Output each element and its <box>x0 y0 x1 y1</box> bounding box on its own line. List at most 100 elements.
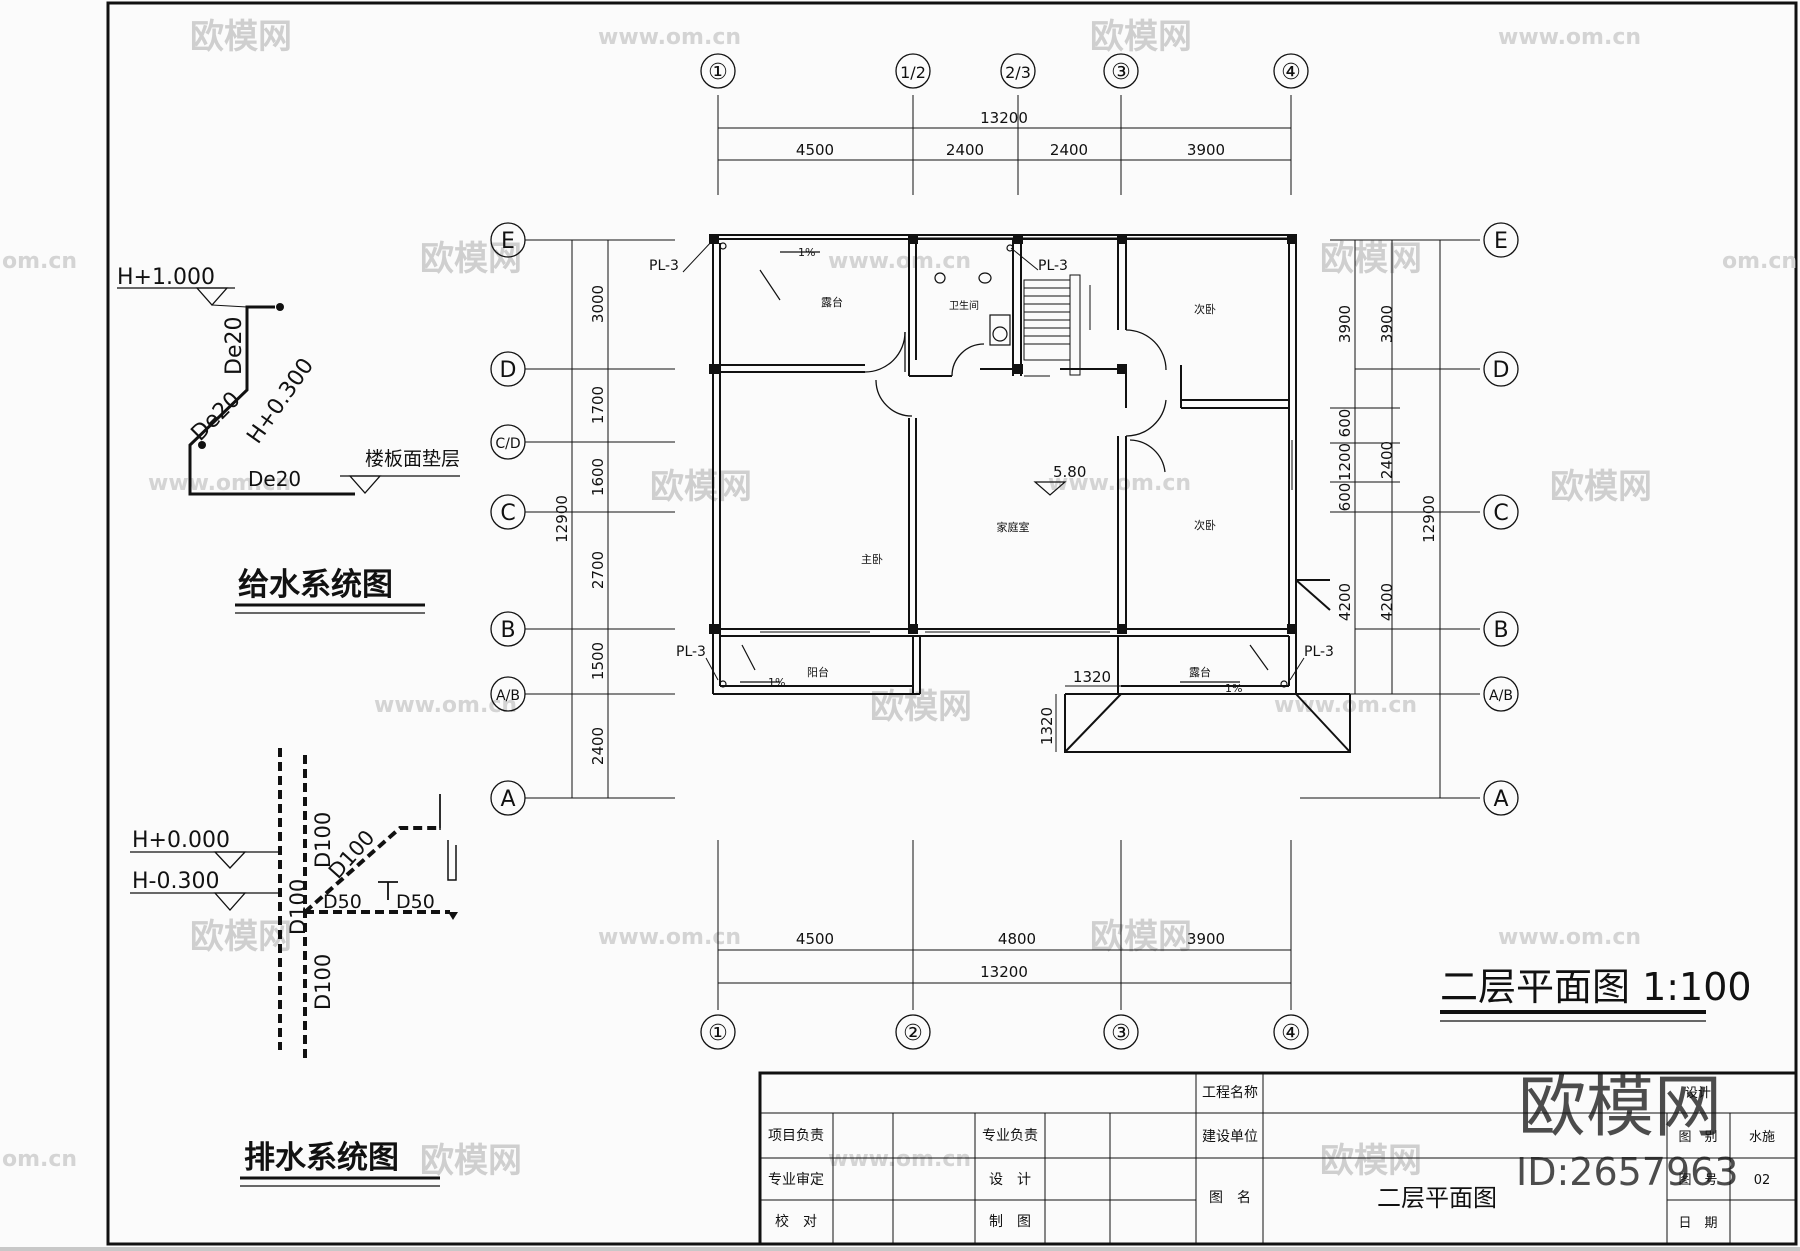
tb-label: 工程名称 <box>1202 1085 1258 1101</box>
watermark-site: www.om.cn <box>828 1147 971 1172</box>
axis-bubble-label: ① <box>708 1021 728 1046</box>
slope-label: 1% <box>798 246 815 259</box>
dim-span: 2400 <box>1050 141 1088 159</box>
axis-bubble-label: ④ <box>1281 60 1301 85</box>
axis-bubble-label: E <box>1494 229 1508 254</box>
tb-label: 图 号 <box>1678 1173 1717 1188</box>
height-label: H+1.000 <box>117 265 215 290</box>
axis-bubble-label: 1/2 <box>900 63 926 82</box>
dim-span: 2400 <box>946 141 984 159</box>
dim-label: 1320 <box>1038 707 1056 745</box>
stamp-brand: 欧模网 <box>1518 1068 1722 1147</box>
water-supply-diagram: H+1.000 De20 De20 H+0.300 De20 楼板面垫层 给水系… <box>117 265 460 614</box>
tb-label: 日 期 <box>1678 1216 1717 1231</box>
dim-span: 3900 <box>1187 930 1225 948</box>
room-label: 次卧 <box>1194 302 1216 316</box>
dim-span: 4200 <box>1336 583 1354 621</box>
axis-bubble-label: A/B <box>1489 688 1513 704</box>
watermark-brand: 欧模网 <box>650 467 752 507</box>
axis-bubble-label: ③ <box>1111 1021 1131 1046</box>
watermark-site: www.om.cn <box>828 249 971 274</box>
dim-span: 2400 <box>1378 441 1396 479</box>
dim-span: 2700 <box>589 551 607 589</box>
axis-top: ① 1/2 2/3 ③ ④ 13200 4500 2400 2400 3900 <box>700 53 1309 195</box>
dim-span: 1200 <box>1336 443 1354 481</box>
pipe-size-label: D50 <box>396 891 435 913</box>
room-label: 露台 <box>821 295 843 309</box>
axis-bubble-label: 2/3 <box>1005 63 1031 82</box>
drain-pipe-label: PL-3 <box>676 644 706 660</box>
axis-bubble-label: ③ <box>1111 60 1131 85</box>
axis-bubble-label: ④ <box>1281 1021 1301 1046</box>
watermark-site: www.om.cn <box>598 925 741 950</box>
dim-total: 12900 <box>1420 495 1438 543</box>
columns <box>709 234 1297 634</box>
staircase <box>1023 274 1091 377</box>
tb-drawing-name: 二层平面图 <box>1377 1184 1497 1212</box>
dim-span: 3000 <box>589 285 607 323</box>
height-label: H+0.300 <box>242 354 319 449</box>
tb-label: 项目负责 <box>768 1128 824 1144</box>
dim-span: 1700 <box>589 386 607 424</box>
axis-bubble-label: B <box>1493 618 1508 643</box>
drain-pipe-label: PL-3 <box>1038 258 1068 274</box>
axis-right: E D C B A/B A 12900 3900 2400 4200 3900 … <box>1300 222 1519 816</box>
axis-bubble-label: A <box>1493 787 1508 812</box>
height-label: H-0.300 <box>132 869 219 894</box>
room-label: 次卧 <box>1194 518 1216 532</box>
tb-label: 设计 <box>1685 1086 1711 1101</box>
watermark-site: www.om.cn <box>148 471 291 496</box>
dim-total: 13200 <box>980 109 1028 127</box>
watermarks: 欧模网 欧模网 欧模网 欧模网 欧模网 欧模网 欧模网 欧模网 欧模网 欧模网 … <box>2 17 1797 1181</box>
pipe-size-label: D100 <box>311 812 335 868</box>
drain-pipe-label: PL-3 <box>649 258 679 274</box>
pipe-size-label: D100 <box>311 954 335 1010</box>
height-label: H+0.000 <box>132 828 230 853</box>
corner-stamp: 欧模网 ID:2657963 <box>1516 1068 1739 1194</box>
dim-span: 4500 <box>796 930 834 948</box>
dim-span: 1600 <box>589 458 607 496</box>
drawing-frame <box>106 1 1798 1246</box>
tb-label: 建设单位 <box>1202 1129 1258 1145</box>
axis-bubble-label: C <box>500 501 515 526</box>
tb-label: 制 图 <box>989 1214 1031 1230</box>
watermark-brand: 欧模网 <box>420 239 522 279</box>
drainage-diagram: H+0.000 H-0.300 D100 D100 D100 D100 D50 … <box>130 748 458 1187</box>
watermark-site: www.om.cn <box>374 693 517 718</box>
tb-value: 02 <box>1754 1173 1771 1188</box>
pipe-size-label: D100 <box>286 879 310 935</box>
axis-bubble-label: E <box>501 229 515 254</box>
watermark-site: www.om.cn <box>1498 25 1641 50</box>
tb-label: 图 名 <box>1209 1190 1251 1206</box>
tb-label: 校 对 <box>775 1213 817 1230</box>
dim-label: 1320 <box>1073 668 1111 686</box>
dim-span: 1500 <box>589 642 607 680</box>
axis-bubble-label: A <box>500 787 515 812</box>
watermark-brand: 欧模网 <box>1550 467 1652 507</box>
elevation-label: 5.80 <box>1053 463 1086 481</box>
dim-span: 2400 <box>589 727 607 765</box>
watermark-site: www.om.cn <box>1048 471 1191 496</box>
tb-value: 水施 <box>1749 1130 1775 1145</box>
diagram-title: 排水系统图 <box>244 1140 399 1176</box>
watermark-site: www.om.cn <box>1498 925 1641 950</box>
room-label: 家庭室 <box>997 520 1030 534</box>
diagram-title: 给水系统图 <box>238 567 393 603</box>
tb-label: 专业负责 <box>982 1128 1038 1144</box>
plan-title-text: 二层平面图 1:100 <box>1440 965 1752 1009</box>
room-label: 阳台 <box>807 665 829 679</box>
room-label: 主卧 <box>861 553 883 566</box>
dim-span: 3900 <box>1378 305 1396 343</box>
axis-bubble-label: D <box>500 358 517 383</box>
axis-bubble-label: B <box>500 618 515 643</box>
slope-label: 1% <box>1225 682 1242 695</box>
slope-label: 1% <box>768 676 785 689</box>
watermark-brand: 欧模网 <box>1090 917 1192 957</box>
watermark-site-short: om.cn <box>2 249 77 274</box>
floor-layer-label: 楼板面垫层 <box>365 448 460 470</box>
axis-bottom: ① ② ③ ④ 4500 4800 3900 13200 <box>700 840 1309 1050</box>
axis-bubble-label: D <box>1493 358 1510 383</box>
axis-bubble-label: ② <box>903 1021 923 1046</box>
